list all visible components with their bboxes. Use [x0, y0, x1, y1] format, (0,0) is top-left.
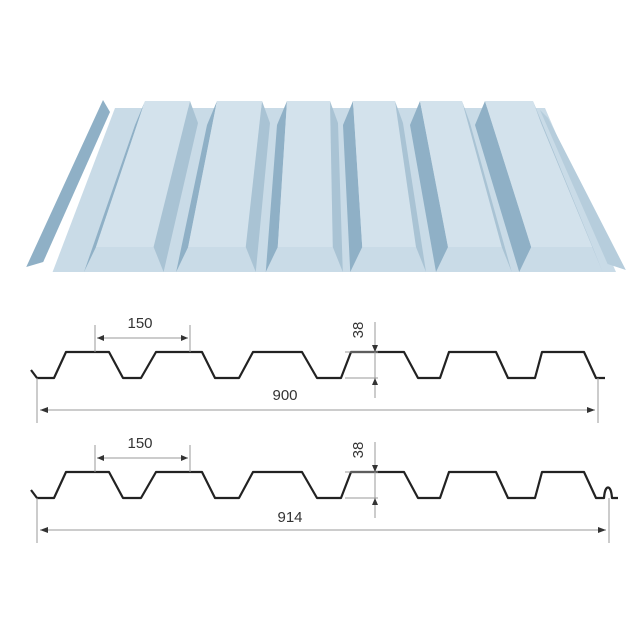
profile-914-drawing [30, 442, 618, 543]
arrowhead [181, 455, 188, 461]
arrowhead [372, 378, 378, 385]
profile-900-drawing [30, 322, 605, 423]
arrowhead [97, 335, 104, 341]
arrowhead [181, 335, 188, 341]
pitch-label-914: 150 [127, 435, 152, 452]
panel-rib-wall [343, 101, 363, 272]
panel-rib-wall [176, 101, 217, 272]
width-label-914: 914 [277, 509, 302, 526]
panel-rib-crest [277, 101, 333, 247]
arrowhead [40, 527, 48, 533]
panel-rib-wall [153, 101, 198, 272]
panel-rib-wall [462, 101, 512, 272]
profile-line [30, 470, 618, 500]
height-label-900: 38 [350, 322, 367, 339]
panel-rib-wall [410, 101, 448, 272]
panel-rib-wall [533, 101, 603, 272]
arrowhead [372, 345, 378, 352]
corrugated-panel-illustration [26, 100, 626, 272]
arrowhead [40, 407, 48, 413]
panel-rib-wall [245, 101, 270, 272]
panel-edge-left [26, 100, 111, 267]
panel-rib-wall [330, 101, 343, 272]
arrowhead [372, 498, 378, 505]
pitch-label-900: 150 [127, 315, 152, 332]
width-label-900: 900 [272, 387, 297, 404]
panel-rib-wall [395, 101, 426, 272]
panel-rib-wall [475, 101, 532, 272]
panel-rib-wall [84, 101, 145, 272]
arrowhead [587, 407, 595, 413]
arrowhead [598, 527, 606, 533]
panel-rib-crest [96, 101, 190, 247]
panel-edge-right [540, 110, 626, 270]
panel-rib-crest [420, 101, 502, 247]
height-label-914: 38 [350, 442, 367, 459]
panel-rib-crest [188, 101, 262, 247]
panel-rib-crest [485, 101, 593, 247]
profile-line [30, 350, 605, 380]
arrowhead [97, 455, 104, 461]
arrowhead [372, 465, 378, 472]
panel-rib-wall [265, 101, 287, 272]
